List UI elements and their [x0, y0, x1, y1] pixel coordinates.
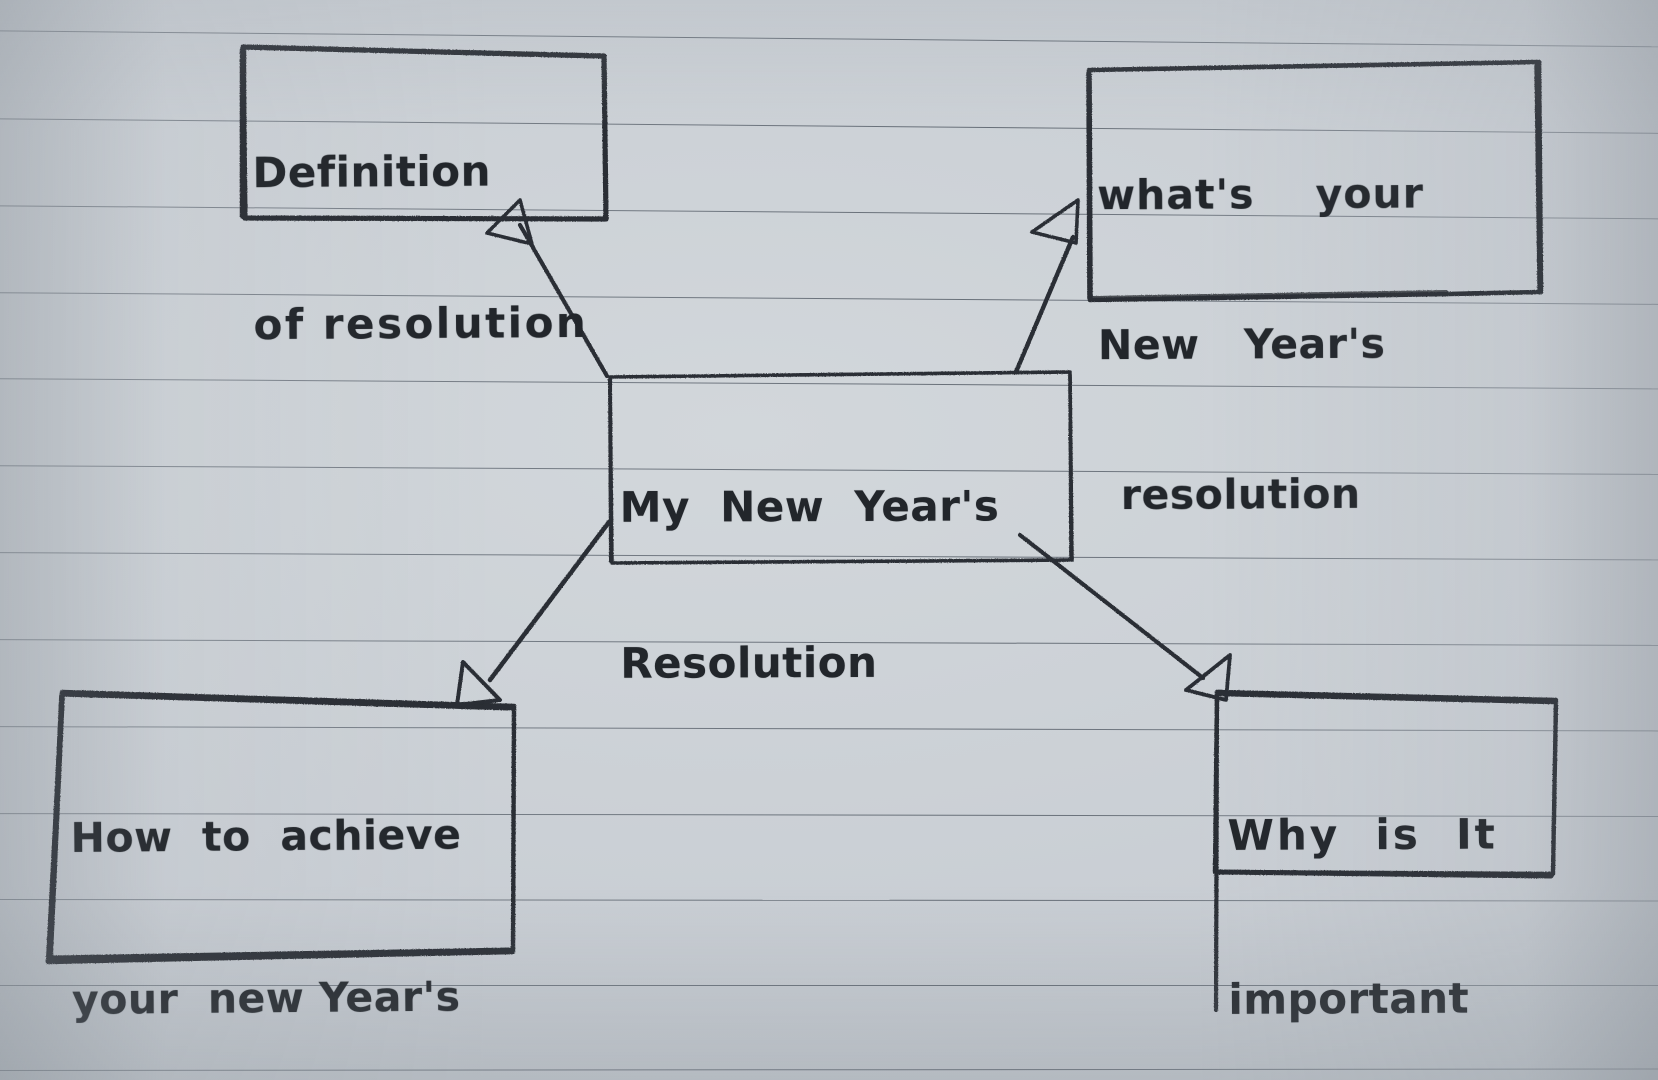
node-label-question: what's your New Year's resolution [1097, 81, 1550, 608]
node-label-how-to-achieve: How to achieve your new Year's resolutio… [70, 713, 525, 1080]
node-label-line: resolution [1120, 469, 1361, 520]
node-label-why-important: Why is It important [1227, 711, 1569, 1080]
rule-line [0, 985, 1658, 986]
node-label-line: New Year's [1097, 319, 1386, 370]
node-label-center: My New Year's Resolution [619, 389, 1070, 781]
node-label-line: Resolution [620, 637, 878, 688]
node-label-line: Definition [252, 146, 492, 198]
node-label-line: How to achieve [70, 810, 462, 862]
node-label-definition: Definition of resolution [252, 57, 605, 439]
node-label-line: My New Year's [619, 481, 1000, 532]
node-label-line: important [1228, 973, 1470, 1024]
node-label-line: what's your [1097, 169, 1425, 220]
node-label-line: your new Year's [71, 972, 461, 1024]
node-label-line: of resolution [253, 297, 589, 350]
node-label-line: Why is It [1227, 809, 1498, 860]
